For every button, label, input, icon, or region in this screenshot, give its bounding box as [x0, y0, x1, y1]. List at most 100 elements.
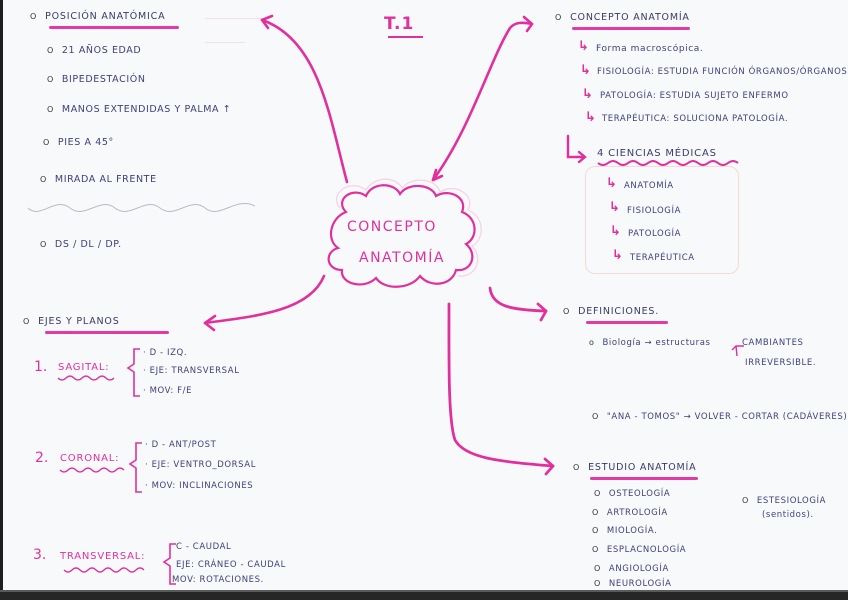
list-item: Osteología [594, 489, 670, 499]
ciencia-item: Fisiología [627, 206, 682, 216]
estudio-heading: Estudio anatomía [573, 462, 696, 473]
cloud-shape-icon [327, 184, 476, 288]
definiciones-branch-icon [731, 345, 744, 357]
list-item-text: DS / DL / DP. [54, 239, 122, 250]
plane-detail: C - Caudal [176, 542, 232, 552]
definicion-item: "Ana - tomos" → volver - cortar (cadáver… [592, 412, 847, 422]
scan-edge-left [0, 0, 3, 600]
list-item-text: Neurología [608, 579, 672, 589]
list-item-text: Pies a 45° [57, 137, 114, 148]
plane-detail: · Mov: inclinaciones [145, 481, 254, 491]
concepto-heading: Concepto anatomía [555, 12, 690, 23]
list-item-text: Artrología [606, 508, 668, 518]
definicion-branch: Irreversible. [745, 358, 817, 368]
plane-detail: · Mov: F/E [143, 386, 193, 396]
list-item-text: Angiología [608, 564, 669, 574]
concepto-heading-text: Concepto anatomía [570, 12, 690, 23]
coronal-bracket-icon [128, 442, 142, 493]
coronal-wavy-underline [59, 467, 125, 473]
list-item: Mirada al frente [40, 174, 157, 185]
plane-number: 2. [35, 450, 49, 466]
definicion-text: "Ana - tomos" → volver - cortar (cadáver… [606, 412, 848, 422]
list-item-text: Osteología [608, 489, 671, 499]
list-item: Manos extendidas y palma ↑ [47, 104, 231, 115]
sagital-bracket-icon [126, 348, 140, 397]
plane-number: 1. [34, 359, 48, 375]
plane-detail-text: D - Ant/Post [151, 440, 217, 450]
scan-edge-bottom [0, 590, 848, 600]
ciencias-wavy-underline [597, 160, 739, 166]
list-item: DS / DL / DP. [40, 239, 122, 250]
ciencias-heading: 4 ciencias médicas [597, 148, 717, 159]
estudio-heading-underline [590, 477, 698, 480]
plane-name-coronal: Coronal: [60, 453, 120, 464]
plane-detail-text: Mov: inclinaciones [151, 481, 254, 491]
definiciones-heading-underline [586, 321, 668, 324]
plane-detail-text: Eje: transversal [149, 366, 240, 376]
concepto-heading-underline [572, 27, 690, 30]
list-item: Artrología [592, 508, 668, 518]
side-note: (sentidos). [762, 510, 814, 520]
plane-detail: · D - Izq. [143, 348, 188, 358]
concepto-item: Patología: estudia sujeto enfermo [600, 91, 789, 101]
ciencias-box [585, 166, 739, 274]
plane-number: 3. [33, 547, 47, 563]
plane-detail: · Eje: transversal [143, 366, 240, 376]
estudio-heading-text: Estudio anatomía [588, 462, 697, 473]
definicion-item: Biología → estructuras [589, 338, 711, 348]
plane-detail: · Eje: ventro_dorsal [145, 460, 257, 470]
concepto-item: Forma macroscópica. [596, 44, 704, 54]
wavy-separator-icon [27, 203, 256, 212]
cloud-halo-icon [336, 178, 482, 277]
list-item: Neurología [594, 579, 671, 589]
list-item: Bipedestación [47, 74, 146, 85]
list-item-text: Bipedestación [61, 74, 146, 85]
definiciones-heading-text: Definiciones. [578, 306, 660, 317]
ciencias-hook-arrow-icon [566, 134, 587, 164]
plane-detail: · D - Ant/Post [145, 440, 217, 450]
definiciones-heading: Definiciones. [563, 306, 659, 317]
center-topic-line1: Concepto [347, 219, 437, 235]
plane-detail: Eje: cráneo - caudal [176, 560, 286, 570]
concepto-item: Fisiología: estudia función órganos/órga… [597, 67, 848, 77]
list-item: Miología. [592, 526, 657, 536]
posicion-heading-underline [49, 26, 179, 29]
hook-arrow-icon: ↳ [578, 39, 589, 54]
center-topic-line2: Anatomía [359, 250, 445, 266]
side-list-item-text: Estesiología [756, 496, 827, 506]
ciencia-item: Anatomía [624, 181, 674, 191]
hook-arrow-icon: ↳ [606, 176, 617, 191]
hook-arrow-icon: ↳ [585, 110, 596, 125]
ciencia-item: Patología [628, 229, 682, 239]
plane-name-sagital: Sagital: [58, 362, 110, 373]
hook-arrow-icon: ↳ [582, 87, 593, 102]
list-item: Pies a 45° [43, 137, 114, 148]
arrow-to-posicion-icon [260, 14, 349, 184]
sagital-wavy-underline [57, 375, 115, 381]
hook-arrow-icon: ↳ [612, 248, 623, 263]
list-item: 21 años edad [47, 45, 141, 56]
list-item-text: Miología. [606, 526, 658, 536]
concepto-item: Terapéutica: soluciona patología. [602, 114, 789, 124]
ciencia-item: Terapéutica [630, 253, 695, 263]
plane-name-transversal: Transversal: [60, 551, 146, 562]
posicion-heading-text: Posición anatómica [45, 11, 166, 22]
plane-detail: Mov: rotaciones. [172, 575, 264, 585]
definicion-branch: Cambiantes [742, 338, 804, 348]
list-item-text: Esplacnología [606, 545, 687, 555]
list-item-text: Manos extendidas y palma ↑ [61, 104, 232, 115]
bleed-through-mark [205, 18, 265, 19]
arrow-to-ejes-icon [203, 274, 326, 332]
posicion-heading: Posición anatómica [30, 11, 165, 22]
ejes-heading-text: Ejes y planos [38, 316, 120, 327]
plane-detail-text: Mov: F/E [149, 386, 193, 396]
side-list-item: Estesiología [742, 496, 826, 506]
bleed-through-mark [205, 42, 245, 43]
list-item: Angiología [594, 564, 669, 574]
ejes-heading: Ejes y planos [23, 316, 120, 327]
list-item: Esplacnología [592, 545, 686, 555]
hook-arrow-icon: ↳ [610, 224, 621, 239]
ejes-heading-underline [45, 331, 169, 334]
